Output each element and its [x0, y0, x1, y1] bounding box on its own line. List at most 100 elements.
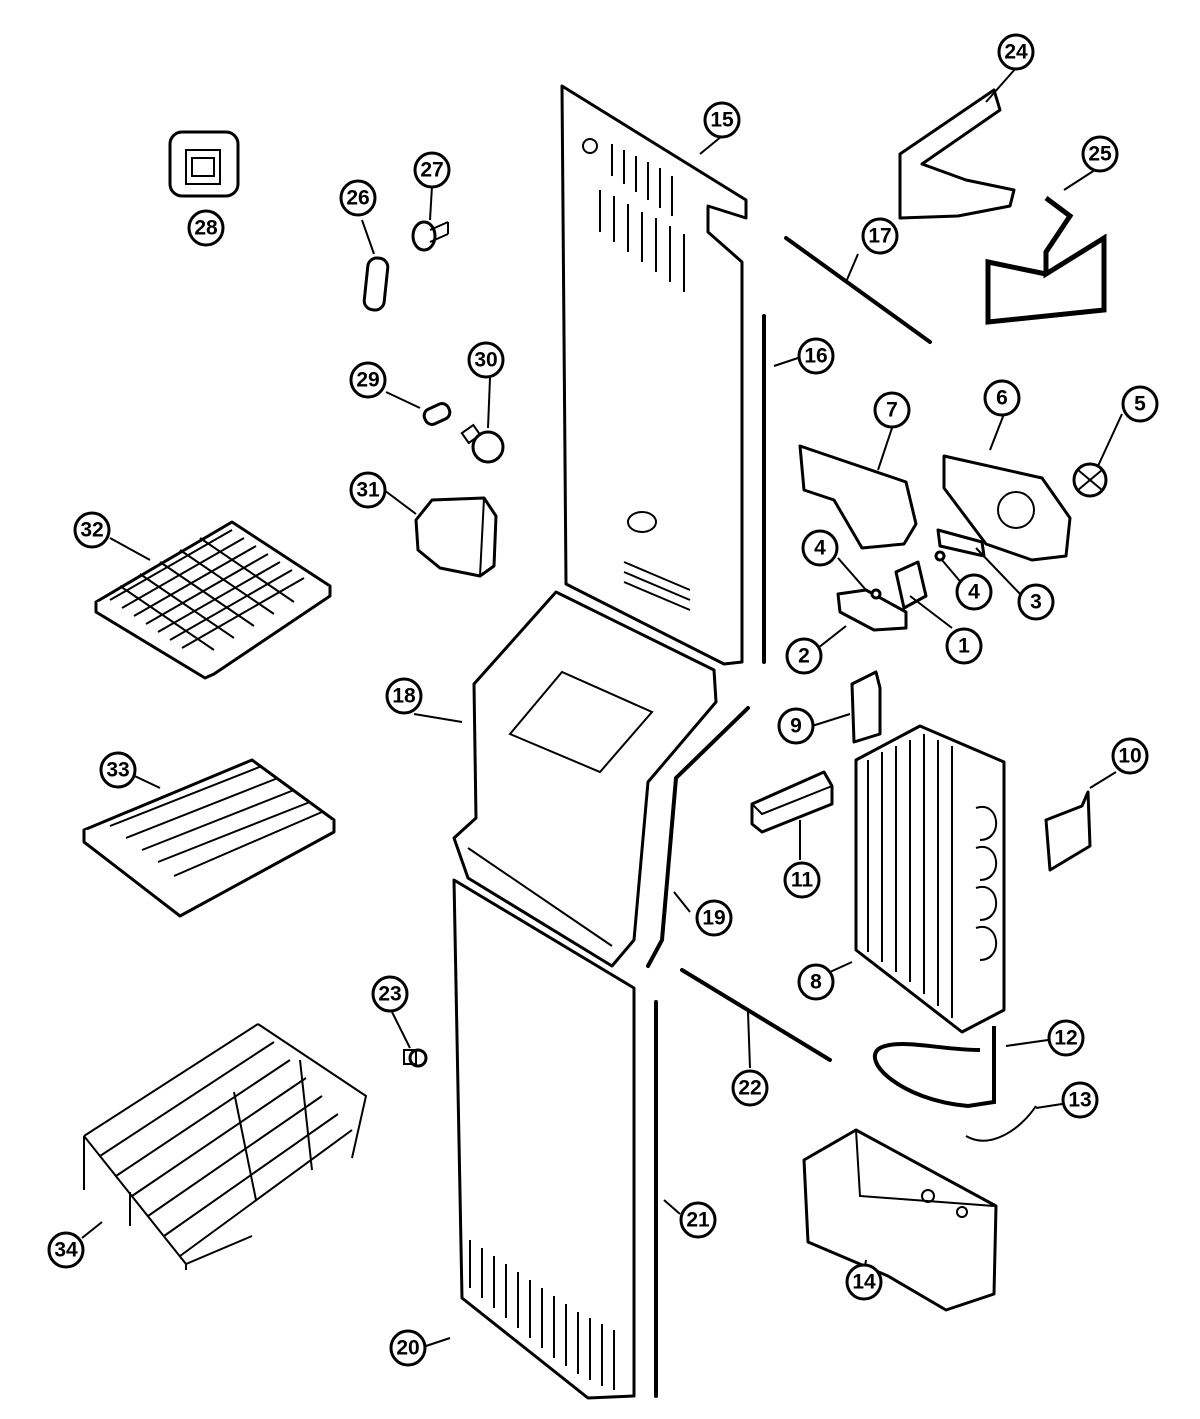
callout-13: 13 — [1061, 1081, 1099, 1119]
part-24-bracket — [898, 88, 1016, 220]
part-7-gasket — [798, 444, 918, 550]
callout-25: 25 — [1081, 135, 1119, 173]
callout-8: 8 — [797, 963, 835, 1001]
part-14-drain-pan — [802, 1128, 998, 1312]
svg-text:33: 33 — [106, 759, 129, 782]
svg-text:17: 17 — [868, 225, 891, 248]
svg-text:10: 10 — [1118, 745, 1141, 768]
part-15-upper-panel — [560, 84, 748, 666]
callout-29: 29 — [349, 361, 387, 399]
svg-text:19: 19 — [702, 907, 725, 930]
callout-33: 33 — [99, 751, 137, 789]
svg-text:29: 29 — [356, 369, 379, 392]
svg-text:34: 34 — [54, 1239, 78, 1262]
svg-text:7: 7 — [886, 399, 898, 422]
callout-30: 30 — [467, 341, 505, 379]
callout-28: 28 — [187, 209, 225, 247]
part-19-strip — [646, 706, 750, 968]
part-17-rod — [784, 236, 932, 344]
svg-text:4: 4 — [814, 537, 826, 560]
svg-text:27: 27 — [420, 159, 443, 182]
svg-text:5: 5 — [1134, 393, 1146, 416]
svg-text:12: 12 — [1054, 1027, 1077, 1050]
svg-text:16: 16 — [804, 345, 827, 368]
callout-11: 11 — [783, 861, 821, 899]
callout-21: 21 — [679, 1201, 717, 1239]
part-11-block — [750, 770, 834, 834]
callout-23: 23 — [371, 975, 409, 1013]
part-27-plug — [411, 220, 449, 252]
svg-text:23: 23 — [378, 983, 401, 1006]
callout-6: 6 — [983, 379, 1021, 417]
part-10-bracket — [1044, 790, 1092, 872]
part-6-fan-shroud — [942, 454, 1072, 562]
part-34-wire-basket — [83, 1023, 368, 1270]
svg-text:6: 6 — [996, 387, 1008, 410]
svg-text:31: 31 — [356, 479, 380, 502]
callout-10: 10 — [1111, 737, 1149, 775]
callout-14: 14 — [845, 1263, 883, 1301]
part-5-fan-blade — [1072, 462, 1108, 498]
svg-text:15: 15 — [710, 109, 734, 132]
part-23-plug — [403, 1048, 428, 1068]
svg-text:30: 30 — [474, 349, 497, 372]
svg-text:18: 18 — [392, 685, 416, 708]
callout-26: 26 — [339, 179, 377, 217]
callout-31: 31 — [349, 471, 387, 509]
callout-5: 5 — [1121, 385, 1159, 423]
callout-16: 16 — [797, 337, 835, 375]
callout-1: 1 — [945, 627, 983, 665]
svg-text:4: 4 — [968, 581, 980, 604]
part-1-motor — [894, 560, 928, 610]
part-13-wire — [965, 1105, 1037, 1142]
part-25-wire-frame — [985, 196, 1107, 325]
svg-text:21: 21 — [686, 1209, 710, 1232]
callout-22: 22 — [731, 1069, 769, 1107]
svg-text:22: 22 — [738, 1077, 761, 1100]
svg-text:24: 24 — [1004, 41, 1028, 64]
part-33-shelf — [82, 758, 336, 918]
callout-9: 9 — [777, 707, 815, 745]
callout-18: 18 — [385, 677, 423, 715]
callout-32: 32 — [73, 511, 111, 549]
part-8-evaporator — [854, 724, 1006, 1034]
part-28-switch — [168, 130, 240, 198]
part-18-liner — [452, 590, 718, 968]
part-20-lower-panel — [452, 878, 636, 1400]
callout-34: 34 — [47, 1231, 85, 1269]
svg-text:3: 3 — [1030, 591, 1042, 614]
part-12-heater — [872, 1026, 996, 1109]
part-31-light-housing — [414, 496, 498, 578]
svg-text:1: 1 — [958, 635, 970, 658]
svg-text:32: 32 — [80, 519, 103, 542]
svg-text:13: 13 — [1068, 1089, 1091, 1112]
svg-text:26: 26 — [346, 187, 369, 210]
callout-20: 20 — [389, 1329, 427, 1367]
part-9-clip — [850, 670, 882, 744]
callout-3: 3 — [1017, 583, 1055, 621]
callout-2: 2 — [785, 637, 823, 675]
callout-7: 7 — [873, 391, 911, 429]
callout-17: 17 — [861, 217, 899, 255]
part-29-socket — [422, 402, 452, 426]
svg-text:11: 11 — [791, 869, 814, 892]
part-22-rod — [680, 968, 832, 1062]
svg-text:14: 14 — [852, 1271, 876, 1294]
part-32-tray — [94, 520, 332, 680]
part-4-screw — [934, 550, 946, 562]
svg-text:9: 9 — [790, 715, 802, 738]
svg-text:2: 2 — [798, 645, 810, 668]
svg-text:25: 25 — [1088, 143, 1112, 166]
callout-4: 4 — [801, 529, 839, 567]
svg-text:28: 28 — [194, 217, 218, 240]
callout-24: 24 — [997, 33, 1035, 71]
svg-text:20: 20 — [396, 1337, 419, 1360]
part-26-light-cover — [362, 256, 390, 312]
callout-19: 19 — [695, 899, 733, 937]
svg-text:8: 8 — [810, 971, 822, 994]
callout-27: 27 — [413, 151, 451, 189]
callout-4b: 4 — [955, 573, 993, 611]
callout-12: 12 — [1047, 1019, 1085, 1057]
part-30-light-bulb — [460, 423, 505, 464]
